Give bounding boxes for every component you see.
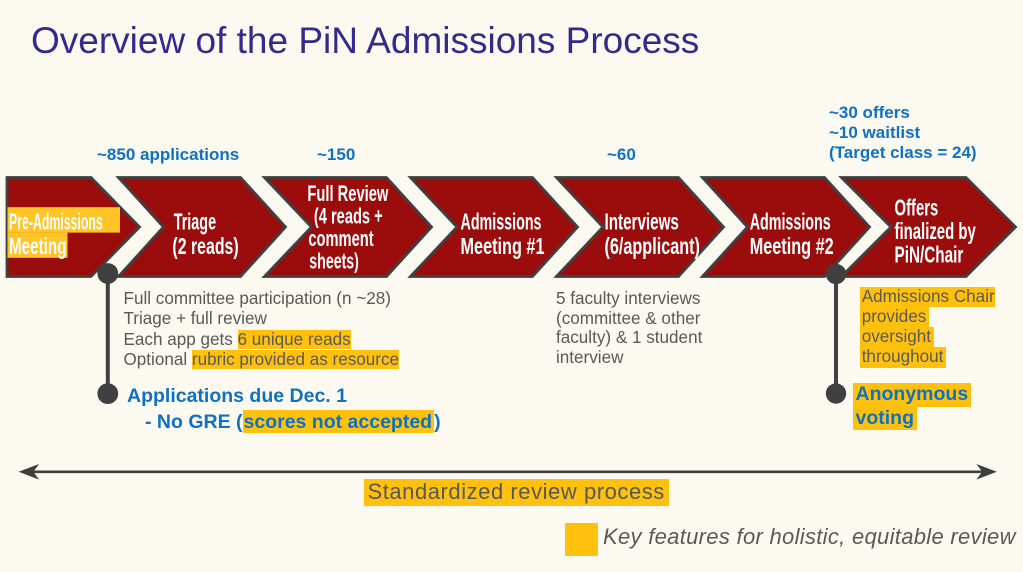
svg-text:Offers: Offers bbox=[895, 194, 939, 220]
svg-text:Admissions: Admissions bbox=[461, 208, 542, 234]
svg-text:Pre-Admissions: Pre-Admissions bbox=[9, 208, 103, 234]
svg-text:(2 reads): (2 reads) bbox=[172, 233, 238, 259]
svg-text:Interviews: Interviews bbox=[605, 208, 679, 234]
svg-text:sheets): sheets) bbox=[309, 249, 359, 274]
svg-text:Admissions: Admissions bbox=[750, 208, 831, 234]
svg-text:PiN/Chair: PiN/Chair bbox=[895, 241, 964, 267]
svg-text:Meeting: Meeting bbox=[9, 233, 67, 259]
svg-text:finalized by: finalized by bbox=[895, 218, 976, 244]
svg-text:Meeting #1: Meeting #1 bbox=[461, 233, 545, 259]
svg-text:(6/applicant): (6/applicant) bbox=[605, 233, 700, 259]
svg-text:(4 reads +: (4 reads + bbox=[314, 204, 383, 229]
svg-text:Meeting #2: Meeting #2 bbox=[750, 233, 834, 259]
svg-text:comment: comment bbox=[308, 226, 373, 251]
svg-text:Full Review: Full Review bbox=[307, 181, 388, 206]
svg-text:Triage: Triage bbox=[174, 208, 216, 234]
